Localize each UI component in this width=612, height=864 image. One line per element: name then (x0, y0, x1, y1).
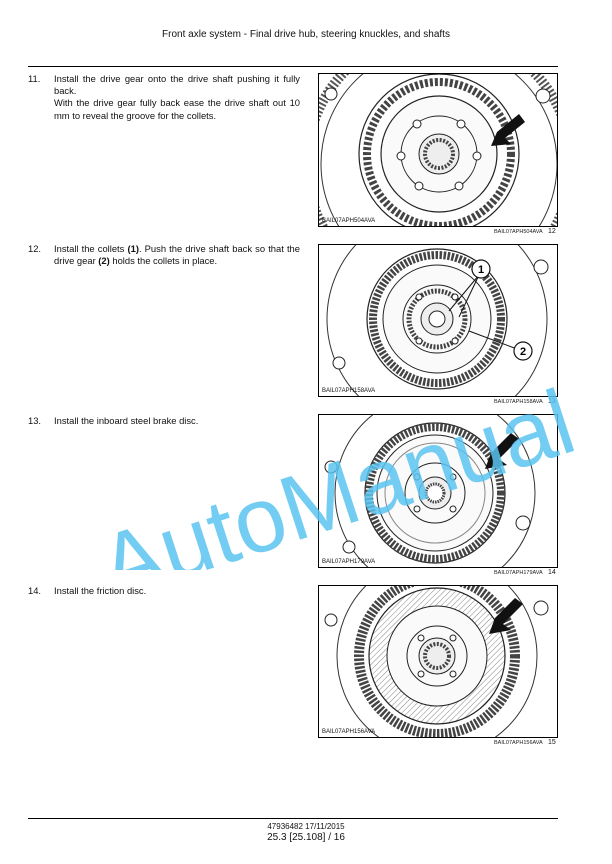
figure-ref: BAIL07APH504AVA (494, 229, 543, 235)
step-number: 11. (28, 73, 41, 84)
figure-ref: BAIL07APH179AVA (494, 570, 543, 576)
text-run: . Push the drive shaft back so that the … (54, 243, 300, 267)
step-line: Install the drive gear onto the drive sh… (54, 73, 300, 97)
step-number: 12. (28, 243, 42, 254)
step-14: 14. Install the friction disc. (28, 585, 300, 597)
figure-number: 13 (548, 398, 556, 405)
image-code: BAIL07APH179AVA (322, 559, 375, 565)
figure-number: 14 (548, 569, 556, 576)
callout-ref: (1) (127, 243, 139, 254)
footer-page-number: 25.3 [25.108] / 16 (267, 832, 345, 843)
step-number: 14. (28, 585, 42, 596)
step-text: Install the drive gear onto the drive sh… (54, 73, 300, 122)
page-header: Front axle system - Final drive hub, ste… (162, 29, 450, 40)
figure-14: BAIL07APH179AVA (318, 414, 558, 568)
step-text: Install the inboard steel brake disc. (54, 415, 300, 427)
figure-number: 12 (548, 228, 556, 235)
figure-13: 1 2 BAIL07APH158AVA (318, 244, 558, 397)
image-code: BAIL07APH156AVA (322, 729, 375, 735)
figure-15: BAIL07APH156AVA (318, 585, 558, 738)
step-12: 12. Install the collets (1). Push the dr… (28, 243, 300, 267)
step-13: 13. Install the inboard steel brake disc… (28, 415, 300, 427)
step-number: 13. (28, 415, 42, 426)
text-run: holds the collets in place. (109, 255, 218, 267)
image-code: BAIL07APH158AVA (322, 388, 375, 394)
text-run: Install the collets (54, 243, 128, 254)
figure-ref: BAIL07APH158AVA (494, 399, 543, 405)
image-code: BAIL07APH504AVA (322, 218, 375, 224)
callout-1: 1 (478, 264, 484, 276)
step-line: Install the friction disc. (54, 585, 147, 596)
step-line: With the drive gear fully back ease the … (54, 97, 300, 121)
figure-number: 15 (548, 739, 556, 746)
step-text: Install the friction disc. (54, 585, 300, 597)
callout-ref: (2) (98, 255, 110, 267)
step-11: 11. Install the drive gear onto the driv… (28, 73, 300, 122)
footer-doc-id: 47936482 17/11/2015 (267, 822, 345, 831)
figure-ref: BAIL07APH156AVA (494, 740, 543, 746)
header-rule (28, 66, 558, 67)
callout-2: 2 (520, 346, 526, 358)
footer-rule (28, 818, 558, 819)
figure-12: BAIL07APH504AVA (318, 73, 558, 227)
step-line: Install the inboard steel brake disc. (54, 415, 199, 426)
step-text: Install the collets (1). Push the drive … (54, 243, 300, 267)
